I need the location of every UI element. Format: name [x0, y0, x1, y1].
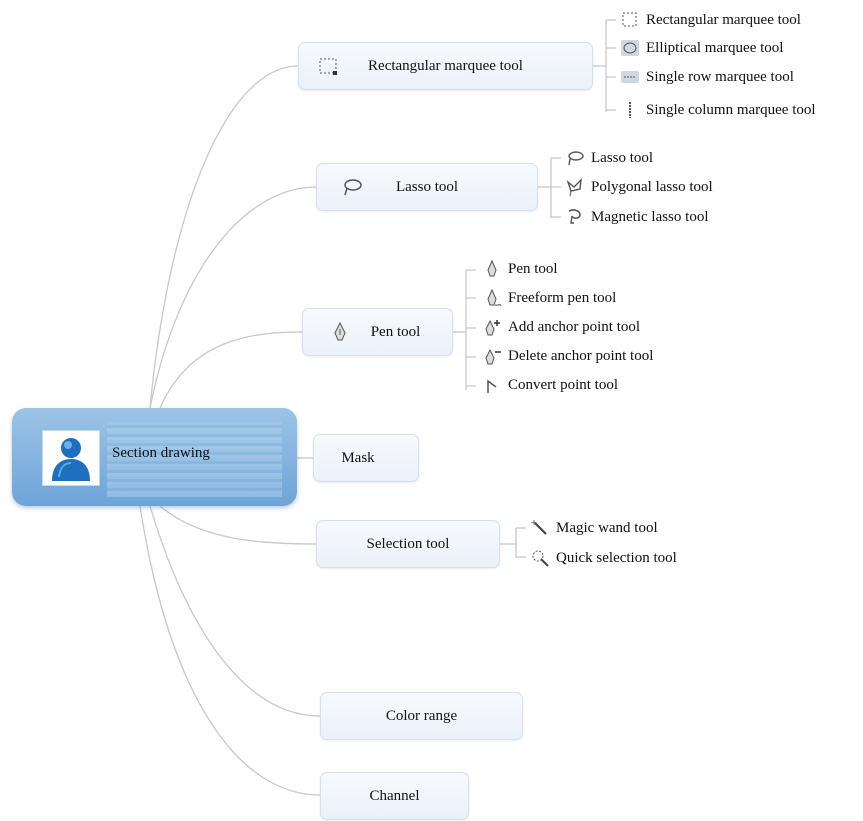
- single-row-marquee-icon: [620, 67, 640, 87]
- branch-selection[interactable]: Selection tool: [316, 520, 500, 568]
- leaf-label: Delete anchor point tool: [508, 347, 654, 364]
- branch-label: Color range: [385, 707, 458, 724]
- leaf-label: Convert point tool: [508, 376, 618, 393]
- add-anchor-point-icon: [482, 317, 502, 337]
- leaf-label: Freeform pen tool: [508, 289, 617, 306]
- branch-label: Lasso tool: [395, 178, 459, 195]
- leaf-polygonal-lasso[interactable]: Polygonal lasso tool: [565, 175, 713, 199]
- leaf-single-column-marquee[interactable]: Single column marquee tool: [620, 98, 816, 122]
- rectangular-marquee-icon: [620, 10, 640, 30]
- branch-lasso[interactable]: Lasso tool: [316, 163, 538, 211]
- branch-pen[interactable]: Pen tool: [302, 308, 453, 356]
- connector-root-pen: [159, 331, 303, 409]
- leaf-convert-point[interactable]: Convert point tool: [482, 373, 618, 397]
- connector-root-selection: [159, 505, 317, 545]
- branch-rectangular-marquee[interactable]: Rectangular marquee tool: [298, 42, 593, 90]
- leaf-quick-selection[interactable]: Quick selection tool: [530, 546, 677, 570]
- leaf-label: Pen tool: [508, 260, 558, 277]
- leaf-add-anchor-point[interactable]: Add anchor point tool: [482, 315, 640, 339]
- lasso-icon: [341, 176, 363, 198]
- connector-root-colorrange: [149, 505, 321, 717]
- leaf-delete-anchor-point[interactable]: Delete anchor point tool: [482, 344, 653, 368]
- leaf-rectangular-marquee[interactable]: Rectangular marquee tool: [620, 8, 801, 32]
- polygonal-lasso-icon: [565, 177, 585, 197]
- leaf-magnetic-lasso[interactable]: Magnetic lasso tool: [565, 205, 708, 229]
- branch-mask[interactable]: Mask: [313, 434, 419, 482]
- branch-color-range[interactable]: Color range: [320, 692, 523, 740]
- single-column-marquee-icon: [620, 100, 640, 120]
- leaf-freeform-pen[interactable]: Freeform pen tool: [482, 286, 616, 310]
- magic-wand-icon: [530, 518, 550, 538]
- magnetic-lasso-icon: [565, 207, 585, 227]
- pen-icon: [329, 321, 351, 343]
- leaf-label: Add anchor point tool: [508, 318, 641, 335]
- leaf-magic-wand[interactable]: Magic wand tool: [530, 516, 658, 540]
- leaf-label: Lasso tool: [591, 149, 654, 166]
- leaf-label: Quick selection tool: [556, 549, 677, 566]
- branch-channel[interactable]: Channel: [320, 772, 469, 820]
- leaf-label: Rectangular marquee tool: [646, 11, 801, 28]
- root-decoration: [107, 422, 282, 497]
- leaf-label: Elliptical marquee tool: [646, 39, 784, 56]
- leaf-label: Single row marquee tool: [646, 68, 794, 85]
- leaf-label: Single column marquee tool: [646, 101, 816, 118]
- connector-root-channel: [139, 505, 321, 796]
- pen-icon: [482, 259, 502, 279]
- leaf-single-row-marquee[interactable]: Single row marquee tool: [620, 65, 794, 89]
- connector-root-marquee: [149, 65, 299, 409]
- connector-root-lasso: [149, 186, 317, 409]
- user-avatar-icon: [42, 430, 100, 486]
- branch-label: Selection tool: [366, 535, 450, 552]
- freeform-pen-icon: [482, 288, 502, 308]
- convert-point-icon: [482, 375, 502, 395]
- root-label: Section drawing: [112, 445, 210, 461]
- branch-label: Pen tool: [370, 323, 421, 340]
- leaf-lasso[interactable]: Lasso tool: [565, 146, 653, 170]
- branch-label: Rectangular marquee tool: [368, 57, 523, 74]
- lasso-icon: [565, 148, 585, 168]
- quick-selection-icon: [530, 548, 550, 568]
- leaf-pen[interactable]: Pen tool: [482, 257, 558, 281]
- leaf-elliptical-marquee[interactable]: Elliptical marquee tool: [620, 36, 783, 60]
- root-node[interactable]: Section drawing: [12, 408, 297, 506]
- leaf-label: Polygonal lasso tool: [591, 178, 713, 195]
- elliptical-marquee-icon: [620, 38, 640, 58]
- delete-anchor-point-icon: [482, 346, 502, 366]
- branch-label: Channel: [369, 787, 420, 804]
- branch-label: Mask: [341, 449, 375, 466]
- leaf-label: Magnetic lasso tool: [591, 208, 709, 225]
- leaf-label: Magic wand tool: [556, 519, 658, 536]
- rectangular-marquee-icon: [317, 55, 339, 77]
